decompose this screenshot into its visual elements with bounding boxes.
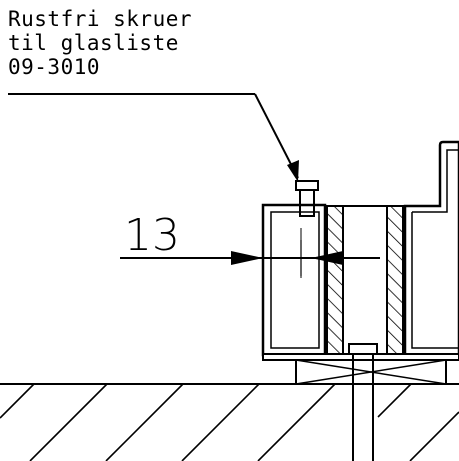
dimension-arrow-left xyxy=(311,251,343,265)
fastener-head xyxy=(348,343,378,355)
substrate-hatch xyxy=(0,383,459,461)
setting-block-cross-2 xyxy=(295,359,447,385)
callout-line-3: 09-3010 xyxy=(8,55,101,79)
screw-shank xyxy=(299,189,315,217)
leader-arrowhead xyxy=(287,160,299,182)
glass-right-hatch xyxy=(386,205,404,355)
glass-left-hatch xyxy=(326,205,344,355)
dimension-arrow-right xyxy=(231,251,263,265)
callout-line-1: Rustfri skruer xyxy=(8,7,193,31)
frame-profile xyxy=(403,140,459,357)
screw-head xyxy=(295,180,319,191)
frame-profile-inner xyxy=(411,149,459,349)
glazing-bead-inner xyxy=(270,211,320,349)
glass-center xyxy=(342,205,388,355)
glazing-bead-outer xyxy=(261,203,327,357)
callout-line-2: til glasliste xyxy=(8,31,179,55)
dimension-value: 13 xyxy=(124,210,180,261)
